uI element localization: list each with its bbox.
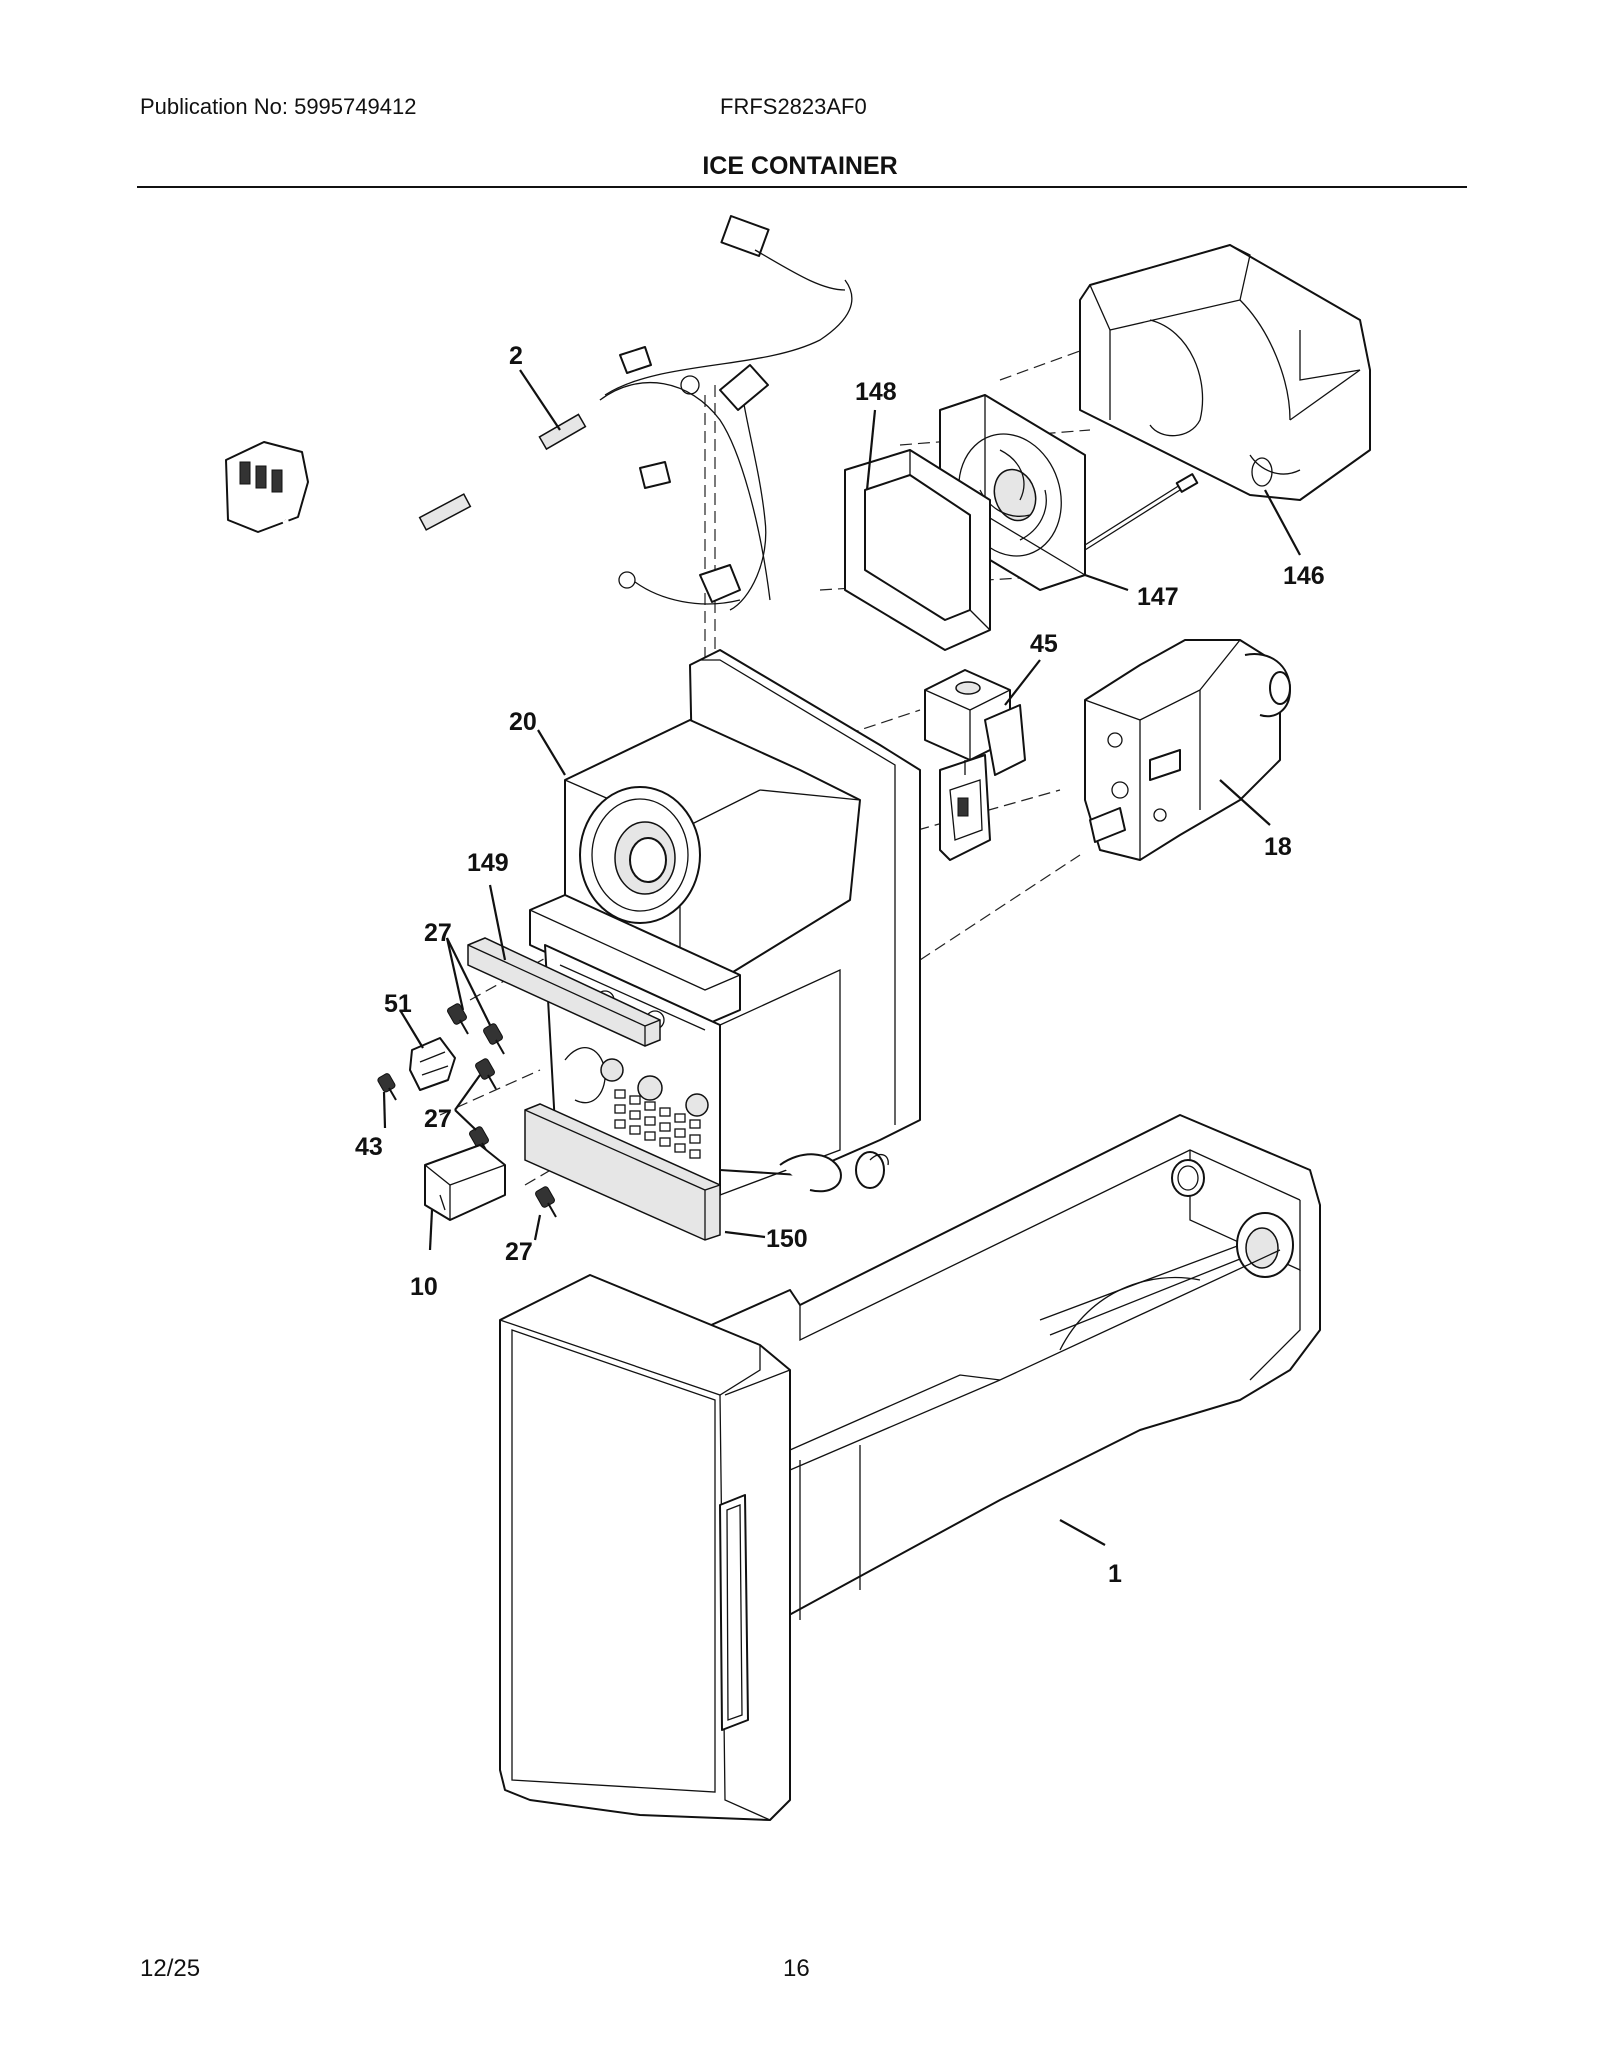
callout-27-middle: 27 <box>424 1105 452 1133</box>
footer-date: 12/25 <box>140 1955 201 1982</box>
callout-51: 51 <box>384 990 412 1018</box>
callout-148: 148 <box>855 378 897 406</box>
callout-27-top: 27 <box>424 919 452 947</box>
auger-motor-part-18 <box>1084 639 1291 861</box>
model-number: FRFS2823AF0 <box>720 94 867 119</box>
shroud-part-148 <box>844 449 991 651</box>
callout-149: 149 <box>467 849 509 877</box>
callout-20: 20 <box>509 708 537 736</box>
screw-part-43 <box>377 1073 397 1101</box>
housing-part-20 <box>529 649 921 1196</box>
housing-vent-grid <box>614 1089 701 1159</box>
screw-part-27-c <box>475 1058 497 1090</box>
screw-part-27-a <box>447 1003 469 1035</box>
page-number: 16 <box>783 1955 810 1982</box>
page-title: ICE CONTAINER <box>702 152 898 180</box>
callout-27-bottom: 27 <box>505 1238 533 1266</box>
wire-harness-part-2 <box>225 215 853 611</box>
clip-part-51 <box>409 1037 456 1091</box>
screw-part-27-e <box>535 1186 557 1218</box>
cover-part-146 <box>1079 244 1371 501</box>
publication-number: Publication No: 5995749412 <box>140 94 417 119</box>
callout-1: 1 <box>1108 1560 1122 1588</box>
solenoid-part-45 <box>924 669 1026 861</box>
strip-part-150 <box>524 1103 721 1241</box>
ice-bucket-part-1 <box>699 1114 1321 1661</box>
callout-43: 43 <box>355 1133 383 1161</box>
callout-150: 150 <box>766 1225 808 1253</box>
callout-labels: 2 148 147 146 45 18 20 149 27 51 27 43 1… <box>355 342 1325 1588</box>
ice-bucket-front-panel <box>499 1274 791 1821</box>
strip-part-149 <box>467 937 661 1047</box>
callout-146: 146 <box>1283 562 1325 590</box>
screw-part-27-b <box>483 1023 505 1055</box>
bracket-part-10 <box>424 1144 506 1221</box>
callout-45: 45 <box>1030 630 1058 658</box>
callout-18: 18 <box>1264 833 1292 861</box>
callout-10: 10 <box>410 1273 438 1301</box>
callout-2: 2 <box>509 342 523 370</box>
callout-147: 147 <box>1137 583 1179 611</box>
header-divider <box>137 186 1467 188</box>
leader-lines <box>382 369 1301 1546</box>
